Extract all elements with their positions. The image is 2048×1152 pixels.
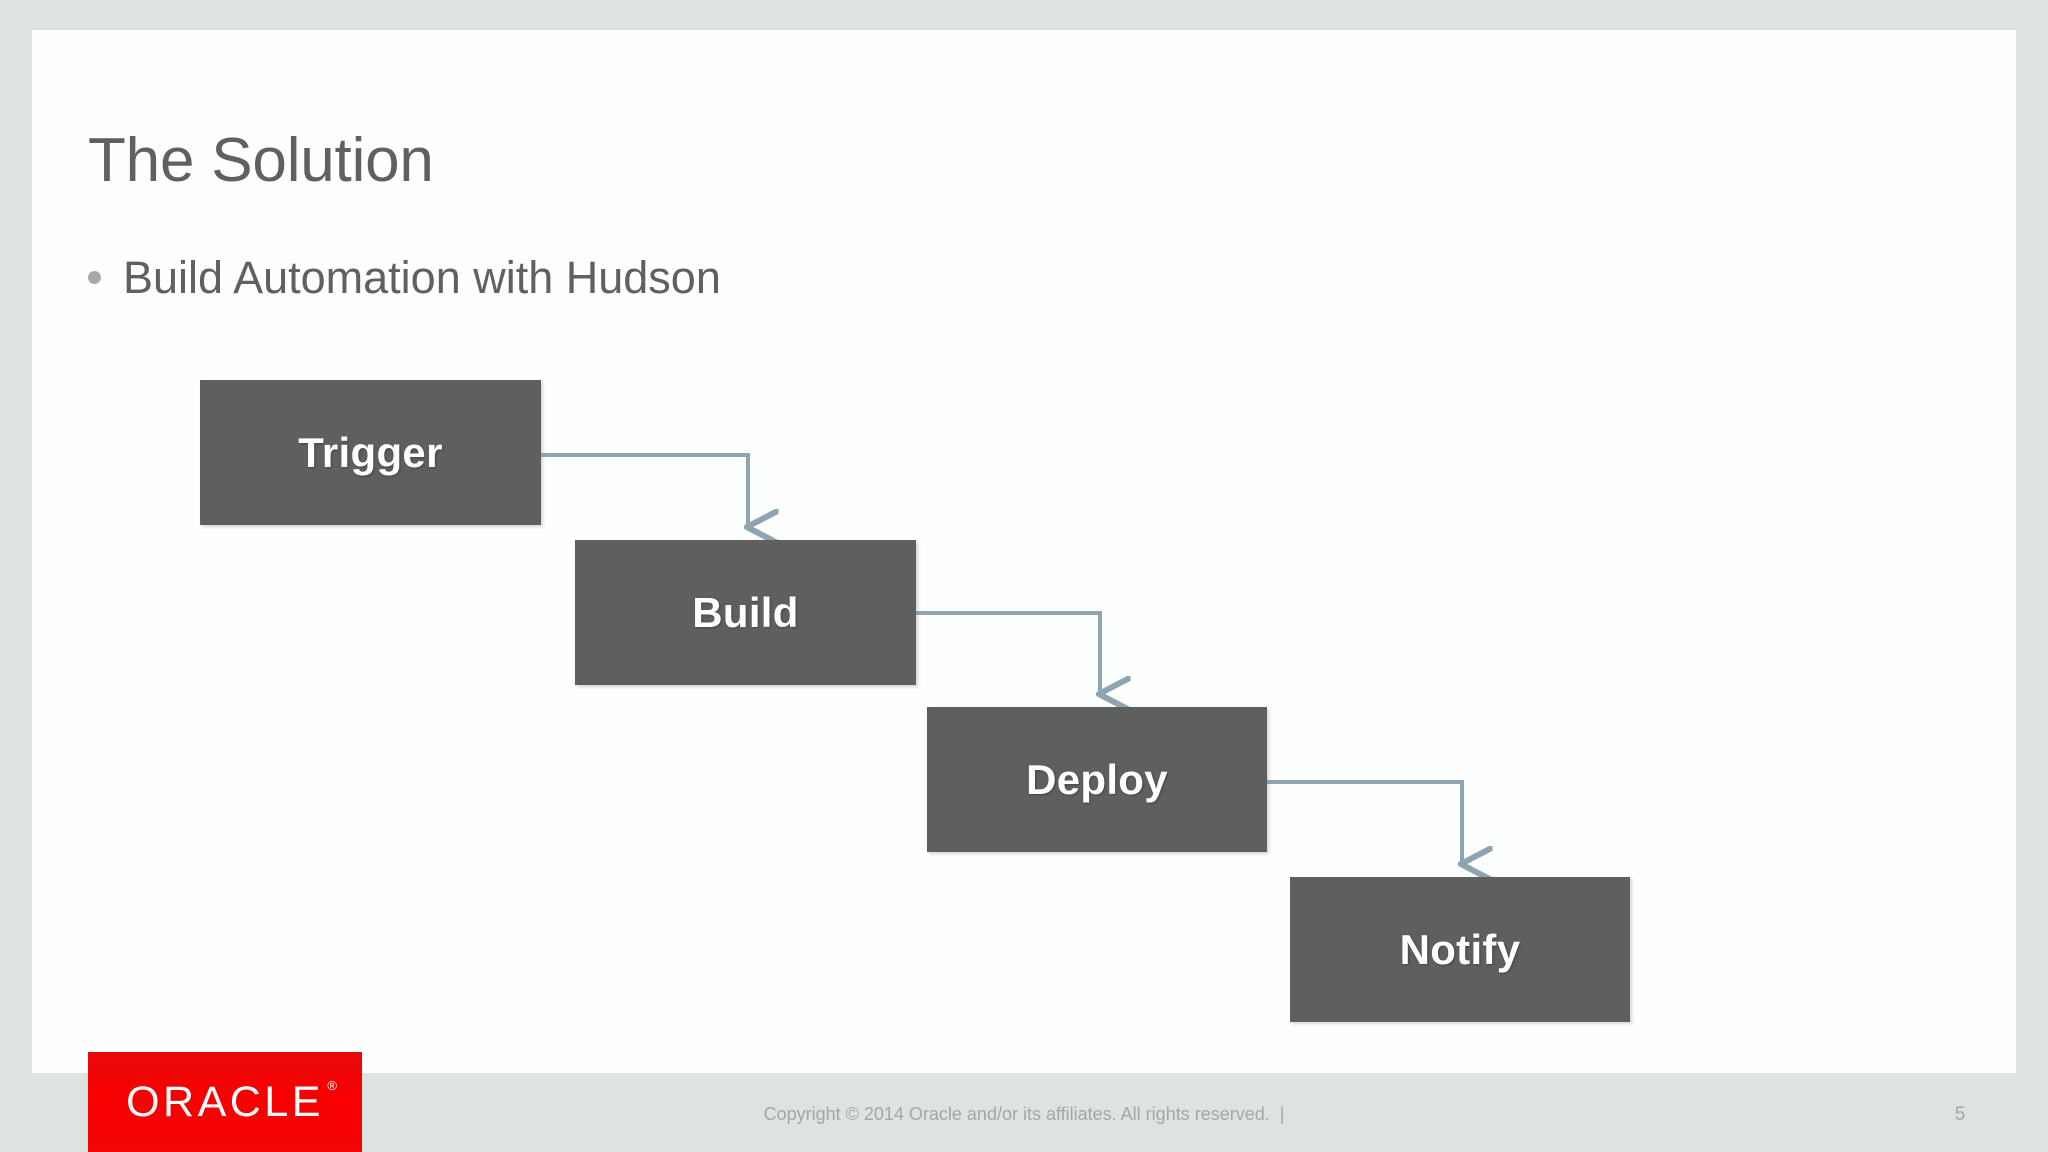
- footer-copyright: Copyright © 2014 Oracle and/or its affil…: [763, 1104, 1285, 1124]
- flow-step-label: Deploy: [1026, 755, 1168, 803]
- bullet-list-item: Build Automation with Hudson: [88, 255, 721, 300]
- registered-trademark-icon: ®: [327, 1077, 337, 1093]
- flow-step-label: Notify: [1399, 925, 1521, 973]
- flow-step-deploy[interactable]: Deploy: [927, 707, 1267, 852]
- oracle-wordmark-text: ORACLE: [126, 1077, 324, 1126]
- flow-step-notify[interactable]: Notify: [1290, 877, 1630, 1022]
- oracle-wordmark: ORACLE ®: [126, 1077, 337, 1126]
- slide-canvas: [32, 30, 2016, 1073]
- bullet-dot-icon: [88, 271, 101, 284]
- bullet-item-label: Build Automation with Hudson: [123, 252, 721, 303]
- flow-step-label: Trigger: [298, 428, 443, 476]
- page-title: The Solution: [88, 126, 434, 195]
- flow-step-build[interactable]: Build: [575, 540, 916, 685]
- flow-step-trigger[interactable]: Trigger: [200, 380, 541, 525]
- flow-step-label: Build: [692, 588, 799, 636]
- page-number: 5: [1954, 1104, 1966, 1125]
- oracle-logo: ORACLE ®: [88, 1052, 362, 1152]
